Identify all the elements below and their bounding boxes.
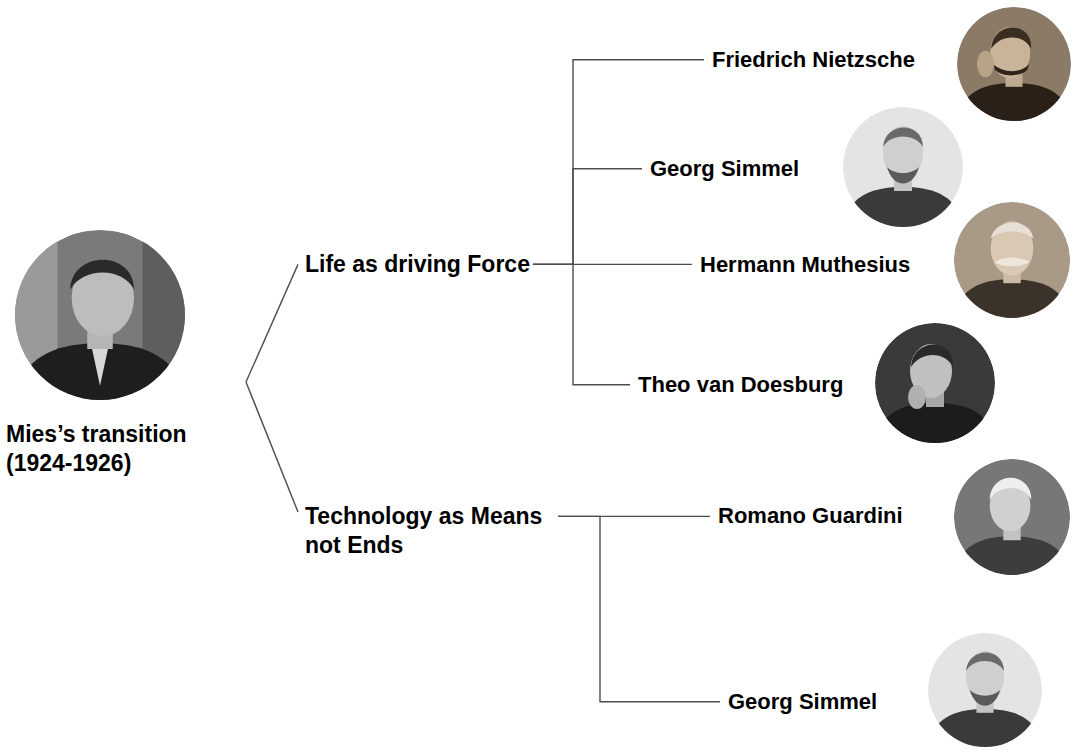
portrait-photo [952, 202, 1072, 320]
topic-node: Georg Simmel [650, 155, 799, 183]
portrait-part [908, 385, 926, 409]
portrait-part [887, 167, 919, 184]
portrait-part [873, 403, 997, 445]
node-label: Hermann Muthesius [700, 251, 910, 279]
portrait-part [952, 536, 1072, 577]
portrait-part [995, 258, 1030, 267]
portrait-part [883, 128, 923, 148]
portrait-part [991, 27, 1031, 48]
root-label: Mies’s transition (1924-1926) [6, 420, 246, 478]
portrait-part [977, 51, 994, 78]
branch-connector [558, 516, 720, 701]
node-label: Theo van Doesburg [638, 371, 843, 399]
portrait-photo [873, 323, 997, 445]
portrait-part [966, 652, 1004, 671]
portrait-part [991, 223, 1034, 239]
node-label: Georg Simmel [728, 688, 877, 716]
node-label: Georg Simmel [650, 155, 799, 183]
portrait-photo [841, 107, 965, 229]
topic-node: Hermann Muthesius [700, 251, 910, 279]
topic-node: Theo van Doesburg [638, 371, 843, 399]
topic-node: Friedrich Nietzsche [712, 46, 915, 74]
node-label: Life as driving Force [305, 250, 530, 279]
portrait-photo [955, 7, 1073, 123]
node-label: Technology as Means not Ends [305, 502, 555, 560]
portrait-photo [12, 230, 188, 403]
topic-node: Romano Guardini [718, 502, 903, 530]
branch-connector [533, 264, 630, 384]
topic-node: Technology as Means not Ends [305, 502, 555, 560]
node-label: Romano Guardini [718, 502, 903, 530]
portrait-part [841, 187, 965, 229]
node-label: Friedrich Nietzsche [712, 46, 915, 74]
portrait-part [70, 260, 134, 290]
portrait-part [911, 345, 953, 368]
portrait-part [993, 64, 1029, 75]
portrait-part [955, 83, 1073, 123]
branch-connector [246, 382, 298, 512]
topic-node: Georg Simmel [728, 688, 877, 716]
portrait-photo [926, 633, 1044, 749]
branch-connector [533, 169, 642, 265]
portrait-part [926, 709, 1044, 749]
portrait-part [91, 346, 108, 386]
portrait-part [952, 279, 1072, 320]
portrait-part [991, 221, 1034, 275]
topic-node: Life as driving Force [305, 250, 530, 279]
portrait-photo [952, 459, 1072, 577]
portrait-part [12, 343, 188, 403]
branch-connector [246, 264, 298, 382]
portrait-part [970, 690, 1000, 706]
root-node: Mies’s transition (1924-1926) [6, 230, 246, 478]
portrait-part [990, 478, 1032, 500]
